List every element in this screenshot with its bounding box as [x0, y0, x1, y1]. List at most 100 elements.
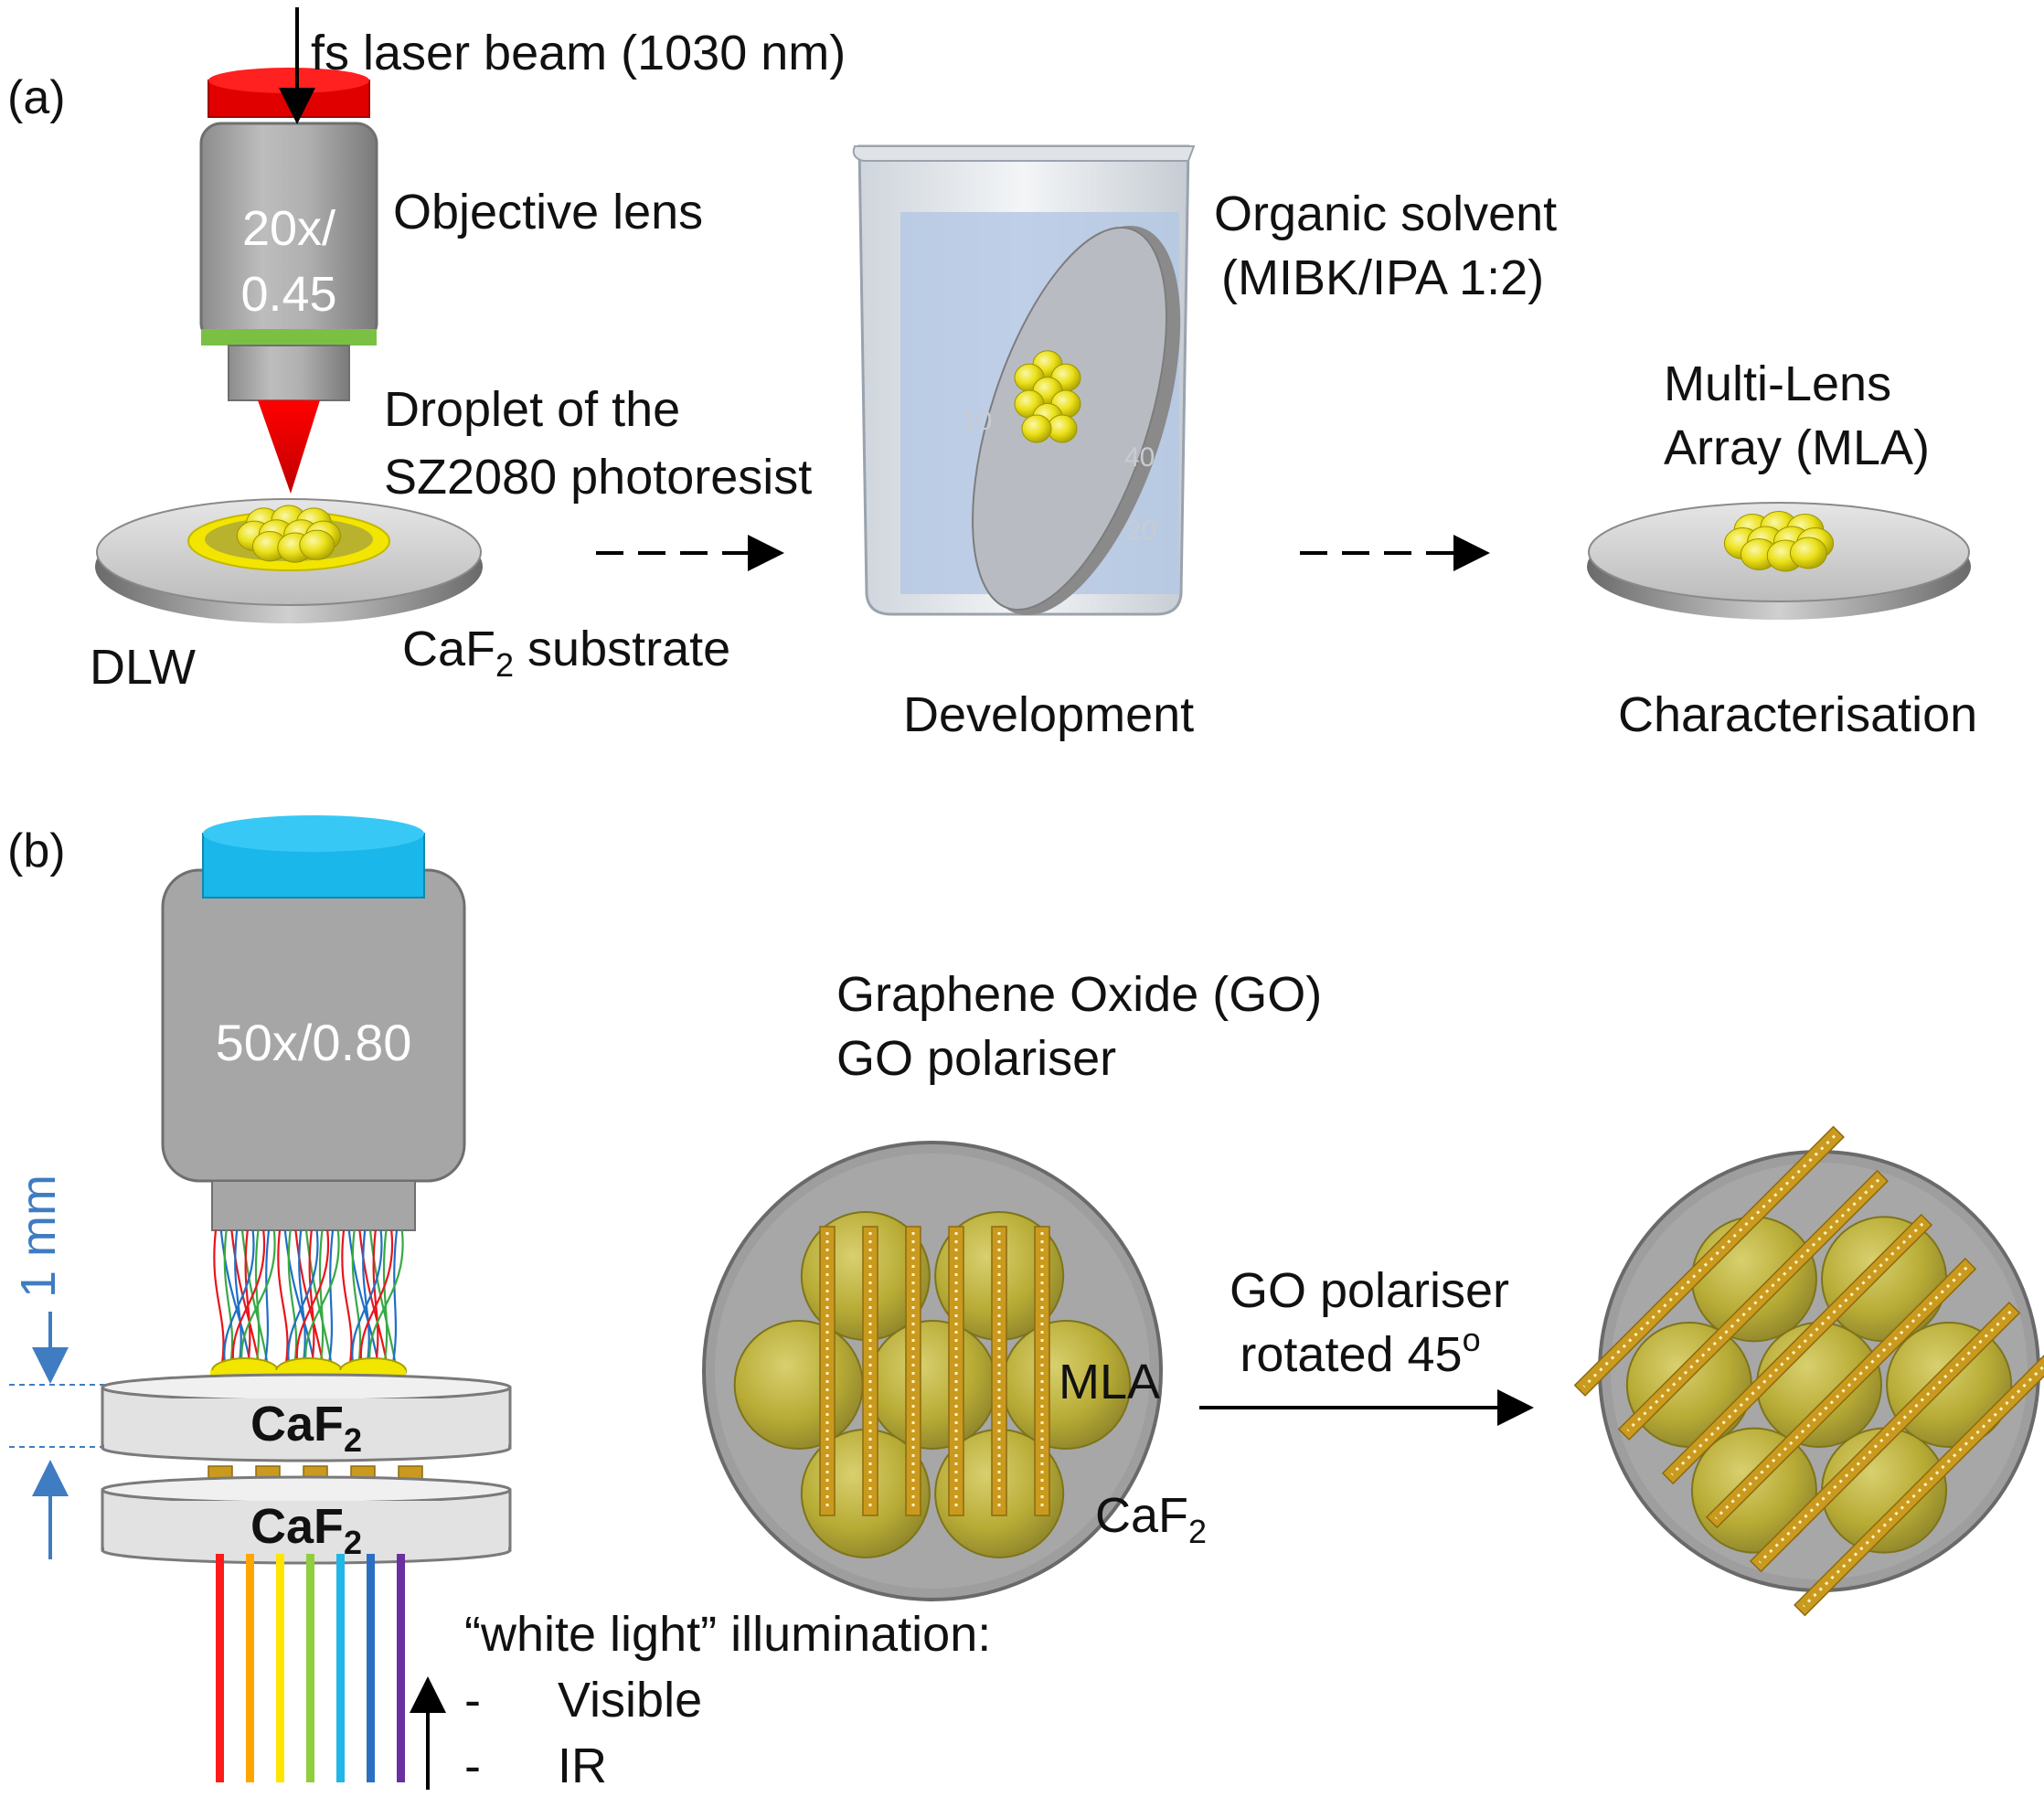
beaker-mark-40: 40	[1124, 442, 1155, 473]
objective-na-label: 0.45	[240, 267, 336, 322]
sample-disc-vertical-polariser	[702, 1141, 1163, 1601]
go-strip	[1705, 1257, 1977, 1529]
caf2-label: CaF2	[1095, 1488, 1207, 1550]
panel-a-label: (a)	[7, 71, 66, 124]
light-ray	[240, 1229, 276, 1370]
rainbow-beam	[246, 1554, 254, 1782]
light-ray	[277, 1229, 289, 1370]
go-pad	[398, 1465, 423, 1480]
caf2-window-top: CaF2	[101, 1373, 512, 1462]
go-strip	[819, 1226, 836, 1516]
droplet-label-line2: SZ2080 photoresist	[384, 450, 812, 505]
light-ray	[295, 1229, 330, 1370]
go-strip	[1749, 1301, 2021, 1573]
go-strip	[905, 1226, 921, 1516]
objective-lens-20x: 20x/ 0.45	[199, 68, 378, 494]
light-ray	[351, 1229, 383, 1370]
light-ray	[390, 1229, 399, 1370]
mla-dome	[1886, 1322, 2013, 1448]
dlw-label: DLW	[90, 640, 196, 695]
rotated-label-line2: rotated 45o	[1240, 1321, 1480, 1382]
bullet-dash-visible: -	[464, 1673, 481, 1728]
go-polariser-pads	[208, 1465, 423, 1480]
objective-lens-label: Objective lens	[393, 185, 703, 239]
microlens	[299, 529, 335, 560]
light-ray	[287, 1229, 319, 1370]
go-strip	[1617, 1169, 1890, 1441]
mla-dome	[1756, 1322, 1882, 1448]
characterisation-label: Characterisation	[1618, 687, 1977, 742]
light-ray	[341, 1229, 353, 1370]
mla-label-line2: Array (MLA)	[1664, 420, 1930, 475]
go-strip	[948, 1226, 964, 1516]
beaker: 10 40 20	[852, 144, 1196, 616]
go-strip	[991, 1226, 1007, 1516]
light-ray	[262, 1229, 271, 1370]
objective-50x-label: 50x/0.80	[216, 1014, 412, 1071]
caf2-top-label: CaF2	[250, 1397, 362, 1459]
solvent-label-line2: (MIBK/IPA 1:2)	[1221, 250, 1544, 305]
go-label-line2: GO polariser	[836, 1031, 1116, 1086]
bullet-dash-ir: -	[464, 1739, 481, 1793]
light-ray	[223, 1229, 234, 1370]
droplet-label-line1: Droplet of the	[384, 382, 680, 437]
go-strip	[1794, 1345, 2044, 1617]
microlens	[1047, 414, 1078, 443]
go-strip	[862, 1226, 878, 1516]
beaker-mark-10: 10	[962, 406, 992, 436]
distance-dimension: 1 mm	[9, 1175, 119, 1559]
mla-dome	[1690, 1216, 1817, 1343]
microlens	[1021, 414, 1052, 443]
go-label-line1: Graphene Oxide (GO)	[836, 967, 1322, 1022]
white-light-rainbow-beams	[216, 1554, 405, 1782]
illumination-label: “white light” illumination:	[464, 1607, 991, 1662]
mla-dome	[868, 1320, 997, 1450]
light-ray	[351, 1229, 362, 1370]
solvent-label-line1: Organic solvent	[1214, 186, 1557, 241]
sample-disc-rotated-polariser	[1573, 1125, 2044, 1617]
mla-dome	[1625, 1322, 1752, 1448]
microlens	[1789, 537, 1827, 569]
light-ray	[304, 1229, 340, 1370]
light-ray	[287, 1229, 298, 1370]
rainbow-beam	[276, 1554, 284, 1782]
rainbow-beam	[397, 1554, 405, 1782]
mla-dome	[1821, 1216, 1948, 1343]
go-strip	[1034, 1226, 1050, 1516]
rainbow-beam	[306, 1554, 314, 1782]
light-ray	[326, 1229, 335, 1370]
light-ray	[223, 1229, 255, 1370]
objective-lens-50x: 50x/0.80	[161, 815, 466, 1231]
bullet-visible: Visible	[558, 1673, 702, 1728]
substrate-label: CaF2 substrate	[402, 622, 730, 684]
rainbow-beam	[367, 1554, 375, 1782]
panel-b-label: (b)	[7, 824, 66, 877]
caf2-window-bottom: CaF2	[101, 1475, 512, 1565]
dlw-microlens-cluster	[236, 505, 342, 563]
go-polariser-strips-vertical	[819, 1226, 1050, 1516]
mla-dome	[733, 1320, 864, 1450]
light-ray	[231, 1229, 266, 1370]
rainbow-beam	[336, 1554, 345, 1782]
light-ray	[368, 1229, 404, 1370]
go-polariser-strips-rotated	[1573, 1125, 2044, 1617]
rainbow-beam	[216, 1554, 224, 1782]
caf2-bottom-label: CaF2	[250, 1499, 362, 1561]
bullet-ir: IR	[558, 1739, 607, 1793]
objective-mag-label: 20x/	[242, 201, 335, 256]
laser-beam-label: fs laser beam (1030 nm)	[311, 26, 846, 80]
mla-microlens-cluster	[1723, 511, 1835, 572]
focused-light-rays	[213, 1229, 404, 1370]
light-ray	[213, 1229, 225, 1370]
light-ray	[359, 1229, 394, 1370]
mla-label-line1: Multi-Lens	[1664, 356, 1891, 411]
go-strip	[1573, 1125, 1845, 1397]
development-label: Development	[903, 687, 1194, 742]
distance-label: 1 mm	[11, 1175, 66, 1298]
rotated-label-line1: GO polariser	[1230, 1263, 1509, 1318]
go-strip	[1661, 1213, 1933, 1485]
beaker-microlens-cluster	[1014, 350, 1081, 443]
mla-label: MLA	[1059, 1355, 1160, 1409]
beaker-mark-20: 20	[1126, 516, 1156, 546]
